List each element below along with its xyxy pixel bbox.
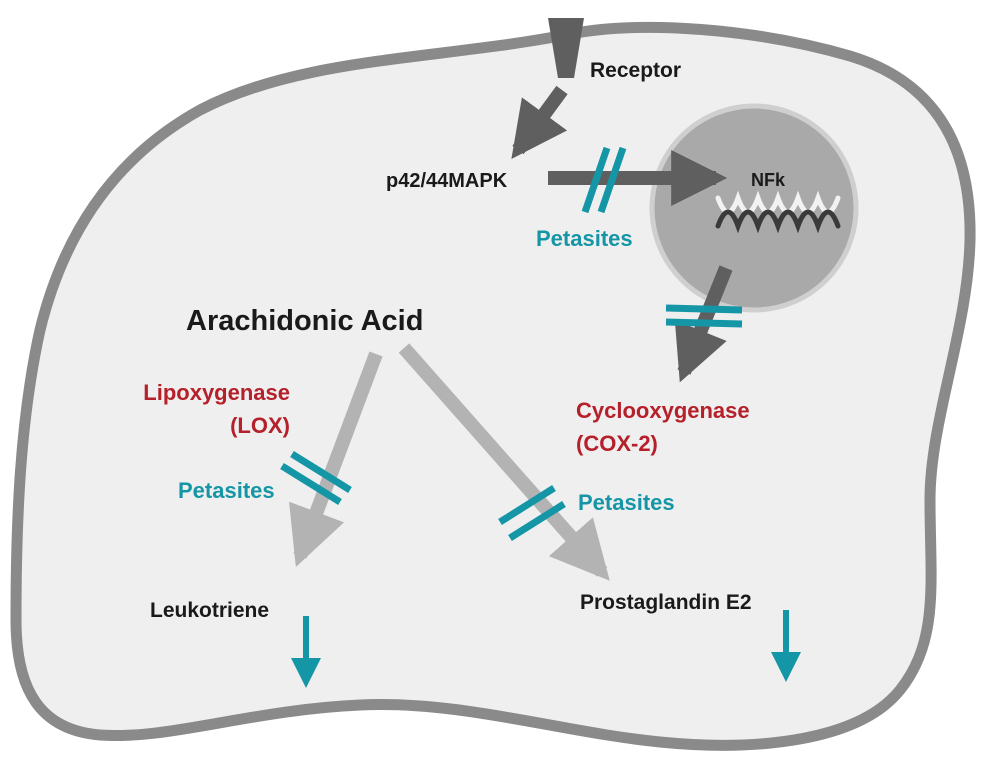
dna-helix-icon <box>715 190 841 234</box>
arrow-arachidonic-to-prostaglandin <box>398 343 610 581</box>
nfk-label: NFk <box>751 170 786 190</box>
arrow-arachidonic-to-leukotriene <box>289 351 383 568</box>
inhibitor-bars-prostaglandin <box>498 485 566 541</box>
inhibitor-bars-lox <box>280 451 352 505</box>
petasites-label-mapk: Petasites <box>536 226 633 251</box>
cox2-label: (COX-2) <box>576 431 658 456</box>
inhibitor-bars-mapk-nfk <box>581 146 627 214</box>
arachidonic-acid-label: Arachidonic Acid <box>186 305 423 337</box>
petasites-label-prostaglandin: Petasites <box>578 490 675 515</box>
prostaglandin-label: Prostaglandin E2 <box>580 591 752 614</box>
inhibitor-bars-cox2 <box>665 304 743 328</box>
receptor-icon <box>548 18 584 78</box>
petasites-label-lox: Petasites <box>178 478 275 503</box>
lox-label: (LOX) <box>230 413 290 438</box>
arrow-receptor-to-mapk <box>511 85 568 160</box>
cyclooxygenase-label: Cyclooxygenase <box>576 398 750 423</box>
mapk-label: p42/44MAPK <box>386 170 508 192</box>
lipoxygenase-label: Lipoxygenase <box>143 380 290 405</box>
receptor-label: Receptor <box>590 59 681 82</box>
leukotriene-label: Leukotriene <box>150 599 269 622</box>
